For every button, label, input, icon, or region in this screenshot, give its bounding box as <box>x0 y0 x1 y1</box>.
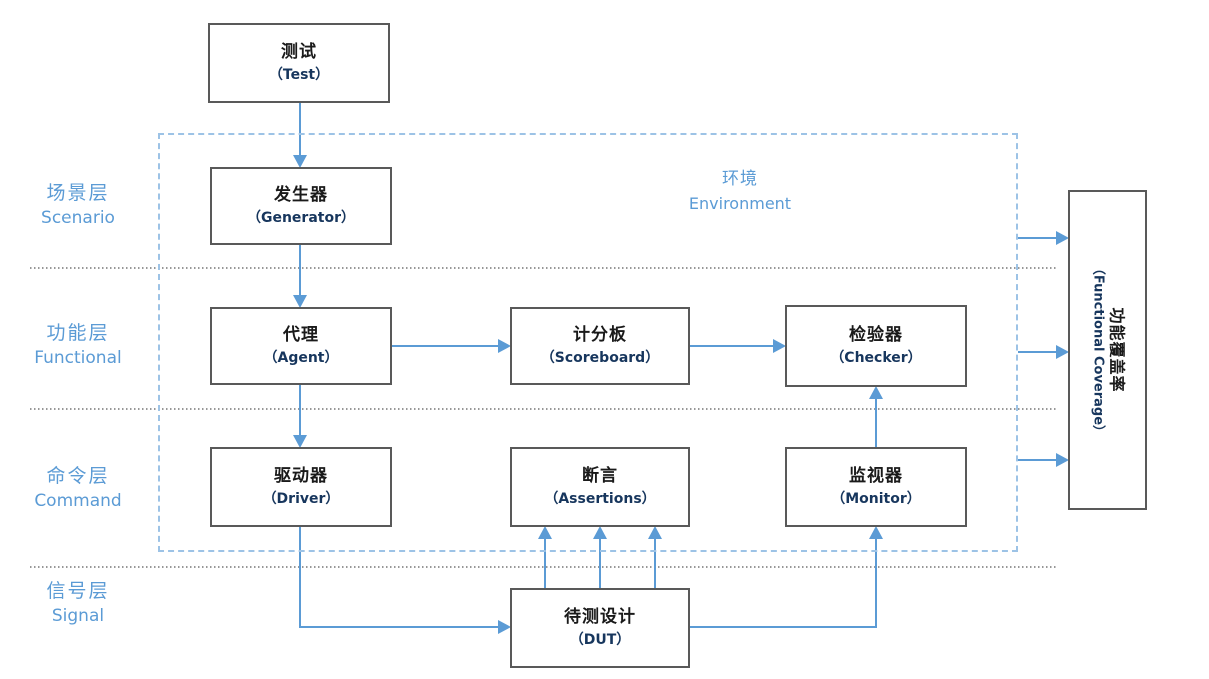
functional-coverage-rotated-text: 功能覆盖率 （Functional Coverage） <box>1070 192 1145 508</box>
layer-command-en: Command <box>34 490 122 511</box>
layer-functional-en: Functional <box>34 347 122 368</box>
arrowhead-monitor-to-checker <box>869 386 883 399</box>
node-generator: 发生器 （Generator） <box>210 167 392 245</box>
arrowhead-dut-to-assertions-1 <box>538 526 552 539</box>
arrowheads <box>293 155 1069 634</box>
arrowhead-generator-to-agent <box>293 295 307 308</box>
arrowhead-dut-to-monitor <box>869 526 883 539</box>
layer-label-functional: 功能层 Functional <box>8 320 148 369</box>
arrowhead-agent-to-scoreboard <box>498 339 511 353</box>
environment-boundary <box>158 133 1018 552</box>
line-driver-to-dut <box>299 527 499 628</box>
node-dut-label-en: （DUT） <box>569 631 631 648</box>
node-checker-label-zh: 检验器 <box>849 325 903 346</box>
arrowhead-scoreboard-to-checker <box>773 339 786 353</box>
layer-command-zh: 命令层 <box>46 465 110 487</box>
node-test: 测试 （Test） <box>208 23 390 103</box>
node-dut: 待测设计 （DUT） <box>510 588 690 668</box>
environment-label-zh: 环境 <box>722 169 758 189</box>
node-dut-label-zh: 待测设计 <box>564 607 636 628</box>
layer-separators <box>30 267 1058 568</box>
layer-scenario-zh: 场景层 <box>46 182 110 204</box>
node-test-label-en: （Test） <box>268 66 330 83</box>
node-driver-label-en: （Driver） <box>262 490 340 507</box>
node-agent-label-en: （Agent） <box>263 349 339 366</box>
node-functional-coverage-label-zh: 功能覆盖率 <box>1107 307 1127 393</box>
arrowhead-test-to-generator <box>293 155 307 168</box>
layer-label-signal: 信号层 Signal <box>8 578 148 627</box>
layer-functional-zh: 功能层 <box>46 322 110 344</box>
node-driver: 驱动器 （Driver） <box>210 447 392 527</box>
node-checker: 检验器 （Checker） <box>785 305 967 387</box>
arrowhead-dut-to-assertions-3 <box>648 526 662 539</box>
node-assertions-label-zh: 断言 <box>582 466 618 487</box>
node-monitor-label-zh: 监视器 <box>849 466 903 487</box>
layer-label-scenario: 场景层 Scenario <box>8 180 148 229</box>
node-monitor-label-en: （Monitor） <box>831 490 921 507</box>
layer-scenario-en: Scenario <box>41 207 115 228</box>
node-test-label-zh: 测试 <box>281 42 317 63</box>
node-functional-coverage: 功能覆盖率 （Functional Coverage） <box>1068 190 1147 510</box>
node-driver-label-zh: 驱动器 <box>274 466 328 487</box>
arrowhead-env-to-coverage-3 <box>1056 453 1069 467</box>
environment-label-en: Environment <box>688 193 792 213</box>
arrowhead-dut-to-assertions-2 <box>593 526 607 539</box>
node-generator-label-en: （Generator） <box>246 209 355 226</box>
layer-label-command: 命令层 Command <box>8 463 148 512</box>
node-checker-label-en: （Checker） <box>830 349 922 366</box>
node-monitor: 监视器 （Monitor） <box>785 447 967 527</box>
arrowhead-env-to-coverage-2 <box>1056 345 1069 359</box>
node-assertions-label-en: （Assertions） <box>544 490 656 507</box>
node-assertions: 断言 （Assertions） <box>510 447 690 527</box>
node-generator-label-zh: 发生器 <box>274 185 328 206</box>
arrowhead-driver-to-dut <box>498 620 511 634</box>
line-dut-to-monitor <box>690 538 877 628</box>
layer-signal-en: Signal <box>51 605 105 626</box>
node-agent: 代理 （Agent） <box>210 307 392 385</box>
layer-signal-zh: 信号层 <box>46 580 110 602</box>
environment-label: 环境 Environment <box>640 167 840 215</box>
node-scoreboard: 计分板 （Scoreboard） <box>510 307 690 385</box>
node-scoreboard-label-en: （Scoreboard） <box>540 349 660 366</box>
node-agent-label-zh: 代理 <box>283 325 319 346</box>
arrowhead-env-to-coverage-1 <box>1056 231 1069 245</box>
node-scoreboard-label-zh: 计分板 <box>573 325 627 346</box>
node-functional-coverage-label-en: （Functional Coverage） <box>1089 261 1105 439</box>
connector-lines <box>299 103 1057 628</box>
arrowhead-agent-to-driver <box>293 435 307 448</box>
